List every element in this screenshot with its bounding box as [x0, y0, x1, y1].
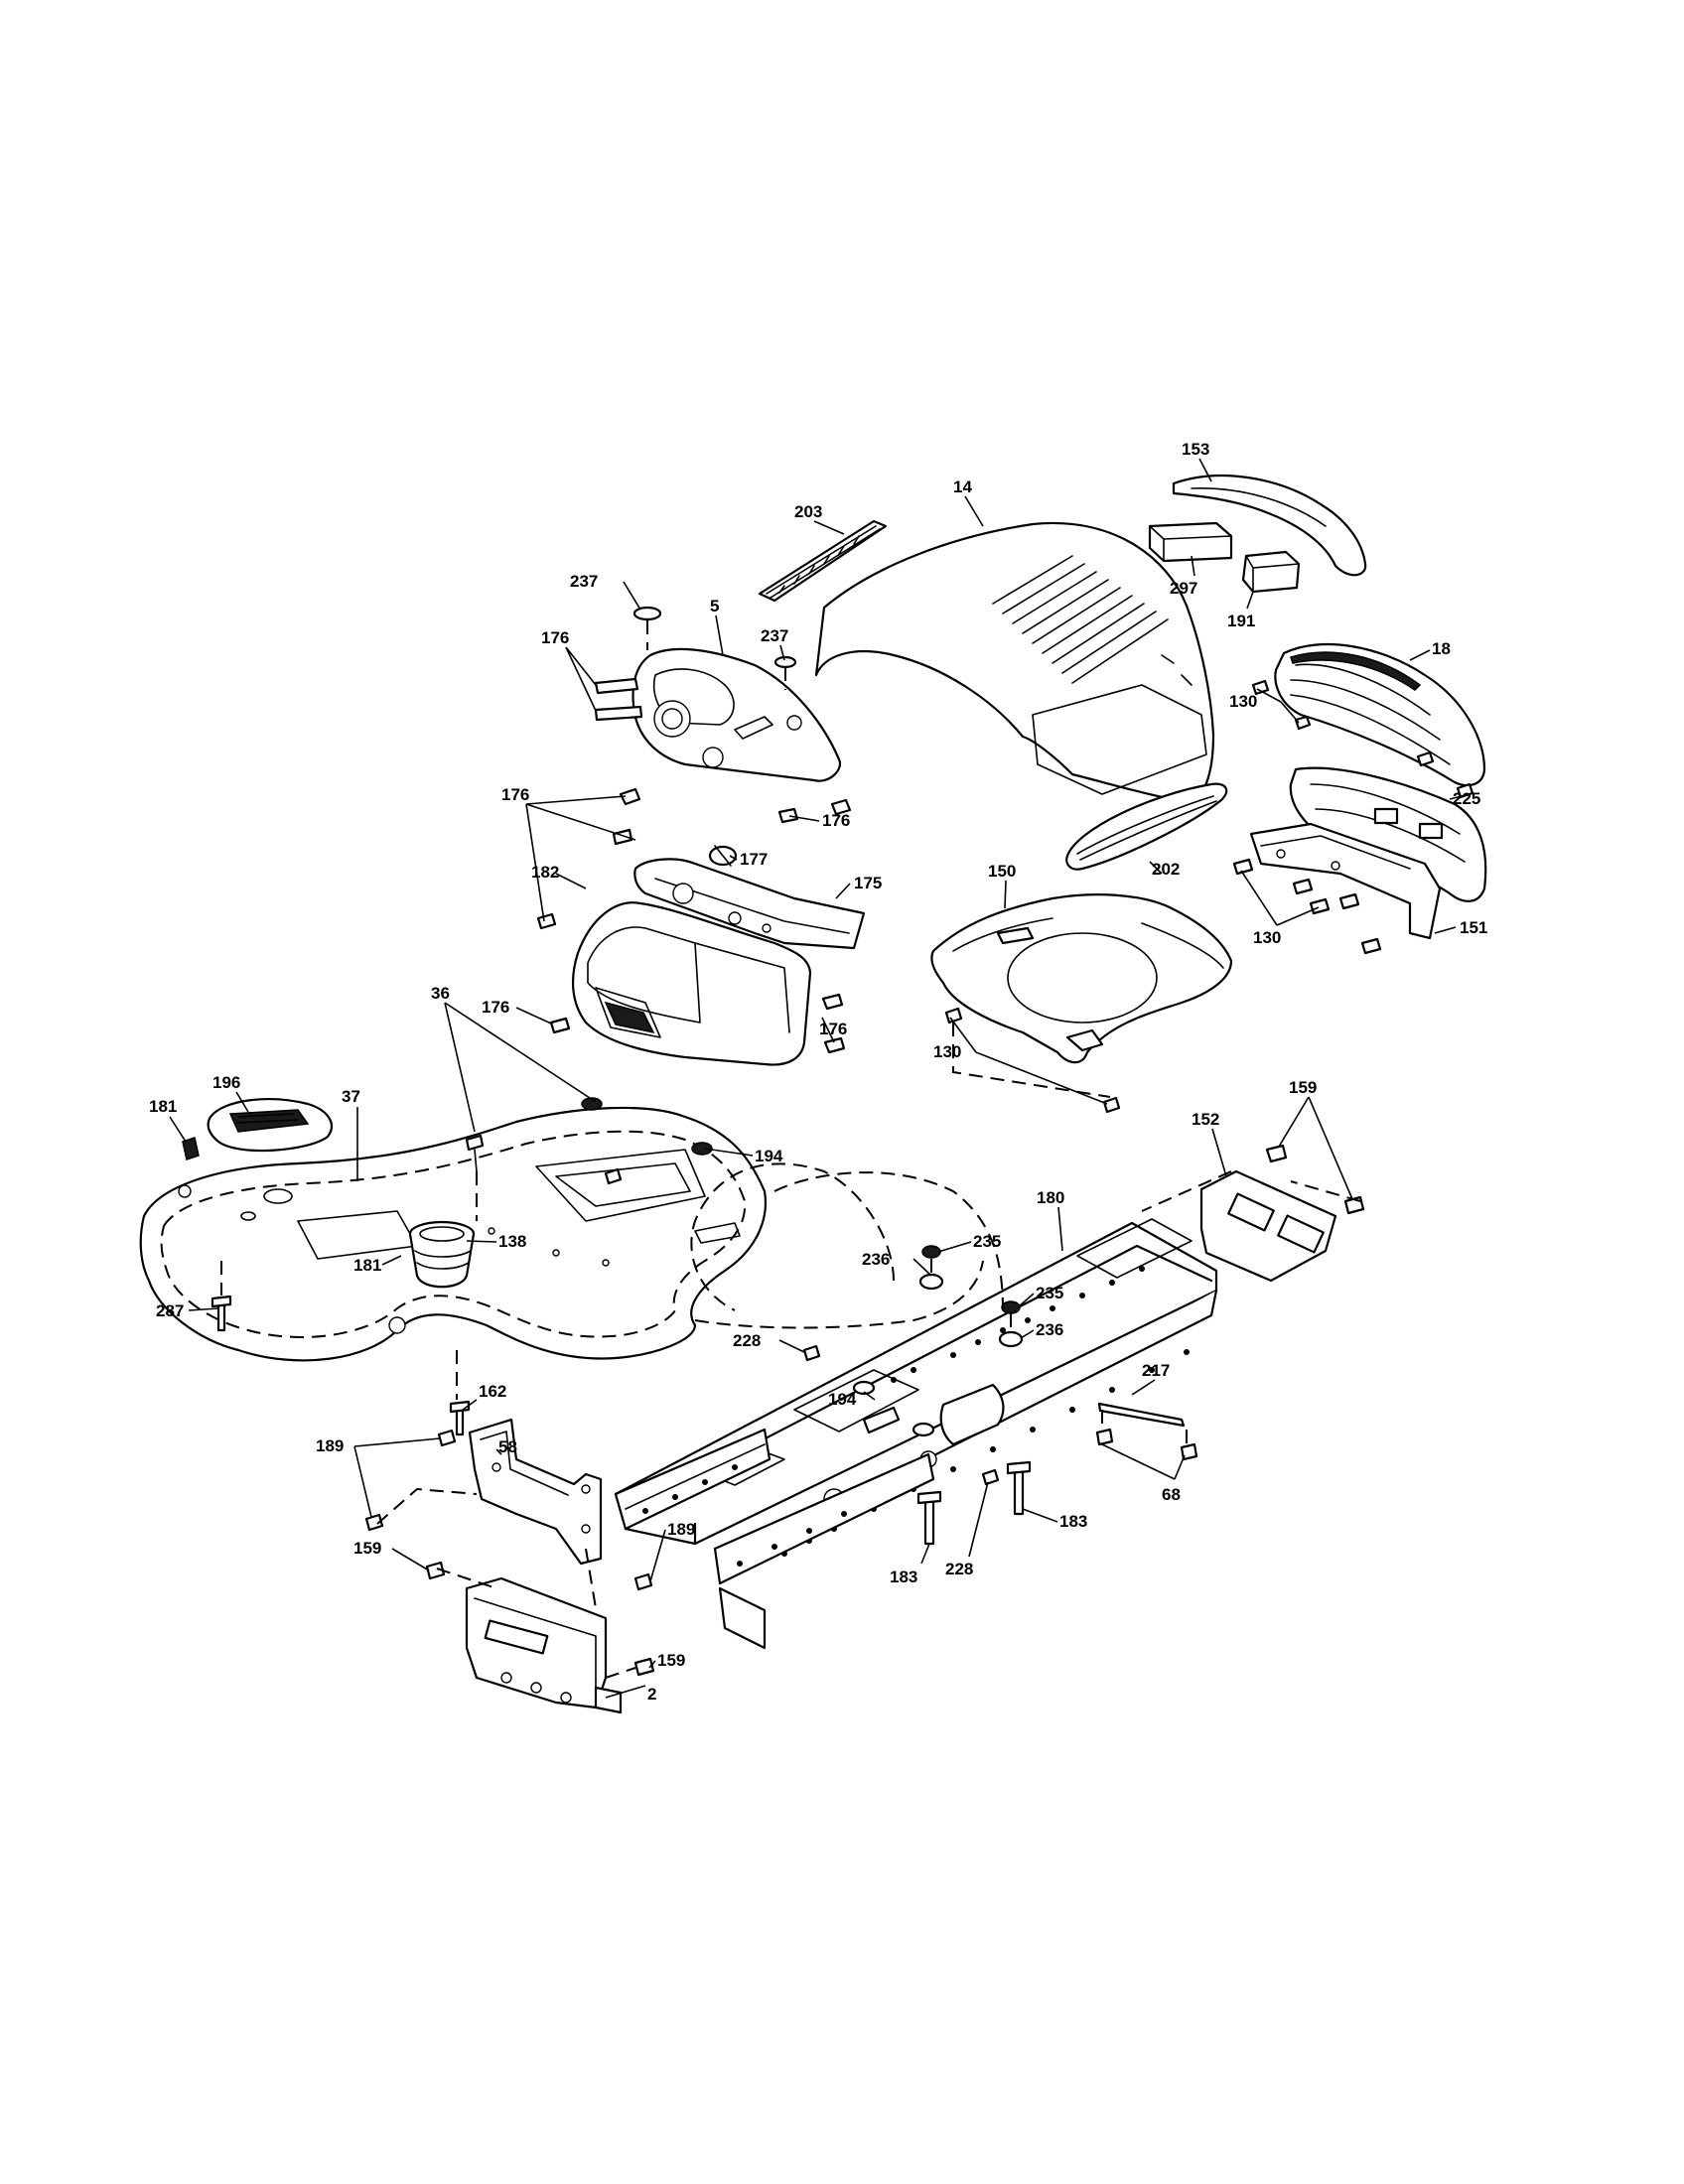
callout-203: 203: [794, 502, 822, 521]
screw-189-part: [364, 1429, 653, 1591]
rod-217-part: [1097, 1402, 1186, 1428]
callout-180: 180: [1037, 1188, 1064, 1207]
callout-228: 228: [733, 1331, 761, 1350]
bumper-block-part: [1148, 521, 1233, 563]
shift-pedestal-part: [207, 1098, 333, 1153]
screw-159-part: [425, 1144, 1365, 1677]
callout-297: 297: [1170, 579, 1197, 598]
frame-side-plate-part: [614, 1428, 772, 1531]
callout-58: 58: [498, 1437, 517, 1456]
hood-grille-strip-part: [758, 519, 888, 603]
pan-screws-part: [944, 1007, 1121, 1114]
callout-237: 237: [570, 572, 598, 591]
screw-68-part: [1095, 1428, 1198, 1461]
callout-235: 235: [1036, 1284, 1063, 1302]
callout-176: 176: [822, 811, 850, 830]
screw-287-part: [210, 1295, 232, 1332]
callout-236: 236: [862, 1250, 890, 1269]
callout-152: 152: [1192, 1110, 1219, 1129]
dash-lower-part: [572, 901, 812, 1066]
callout-183: 183: [890, 1568, 917, 1586]
callout-181: 181: [149, 1097, 177, 1116]
callout-176: 176: [482, 998, 509, 1017]
callout-138: 138: [498, 1232, 526, 1251]
parts-artwork: [139, 475, 1487, 1714]
callout-37: 37: [342, 1087, 360, 1106]
callout-labels: 153 14 203 297 237 5 191 176 237 18 130 …: [149, 440, 1487, 1704]
screw-228-part: [802, 1344, 1000, 1486]
shift-boot-part: [408, 1220, 476, 1289]
leader-lines: [169, 458, 1471, 1699]
bracket-screws-part: [1232, 858, 1382, 955]
callout-189: 189: [667, 1520, 695, 1539]
weight-block-part: [1241, 550, 1301, 594]
rear-bracket-part: [1199, 1169, 1337, 1283]
callout-176: 176: [501, 785, 529, 804]
grille-insert-part: [1065, 782, 1228, 871]
fender-nut-part: [581, 1097, 713, 1156]
grille-screws-part: [1251, 679, 1474, 799]
front-bracket-part: [465, 1576, 623, 1714]
callout-225: 225: [1453, 789, 1480, 808]
bumper-bracket-part: [1249, 822, 1442, 940]
clip-177-part: [708, 845, 738, 867]
callout-287: 287: [156, 1301, 184, 1320]
callout-235: 235: [973, 1232, 1001, 1251]
callout-194: 194: [828, 1390, 857, 1409]
callout-175: 175: [854, 874, 882, 892]
callout-176: 176: [541, 628, 569, 647]
callout-196: 196: [212, 1073, 240, 1092]
bolt-183-part: [916, 1460, 1032, 1546]
dash-bracket-part: [633, 858, 866, 950]
cap-parts: [632, 606, 797, 669]
callout-237: 237: [761, 626, 788, 645]
callout-150: 150: [988, 862, 1016, 881]
callout-68: 68: [1162, 1485, 1181, 1504]
steering-bracket-part: [468, 1418, 603, 1566]
callout-189: 189: [316, 1436, 344, 1455]
callout-162: 162: [479, 1382, 506, 1401]
callout-176: 176: [819, 1020, 847, 1038]
dash-panel-part: [632, 647, 842, 782]
callout-181: 181: [353, 1256, 381, 1275]
callout-18: 18: [1432, 639, 1451, 658]
callout-2: 2: [647, 1685, 656, 1704]
callout-236: 236: [1036, 1320, 1063, 1339]
callout-183: 183: [1059, 1512, 1087, 1531]
frame-nut-part: [852, 1380, 935, 1437]
hood-part: [814, 521, 1215, 804]
callout-191: 191: [1227, 612, 1255, 630]
callout-14: 14: [953, 478, 972, 496]
callout-159: 159: [657, 1651, 685, 1670]
assembly-dashed-lines: [220, 620, 1361, 1679]
screw-36-part: [465, 1134, 623, 1185]
callout-159: 159: [1289, 1078, 1317, 1097]
callout-177: 177: [740, 850, 768, 869]
callout-36: 36: [431, 984, 450, 1003]
callout-194: 194: [755, 1147, 783, 1165]
callout-130: 130: [1253, 928, 1281, 947]
lower-side-plate-part: [713, 1452, 935, 1585]
callout-130: 130: [1229, 692, 1257, 711]
callout-159: 159: [353, 1539, 381, 1558]
frame-rail-part: [614, 1218, 1218, 1650]
callout-130: 130: [933, 1042, 961, 1061]
fuel-pan-part: [930, 893, 1233, 1064]
callout-151: 151: [1460, 918, 1487, 937]
callout-5: 5: [710, 597, 719, 615]
callout-153: 153: [1182, 440, 1209, 459]
callout-228: 228: [945, 1560, 973, 1578]
dash-screws-part: [536, 677, 852, 1054]
callout-182: 182: [531, 863, 559, 882]
front-grille-part: [1274, 643, 1486, 787]
bumper-trim-part: [1172, 475, 1367, 577]
callout-217: 217: [1142, 1361, 1170, 1380]
callout-202: 202: [1152, 860, 1180, 879]
